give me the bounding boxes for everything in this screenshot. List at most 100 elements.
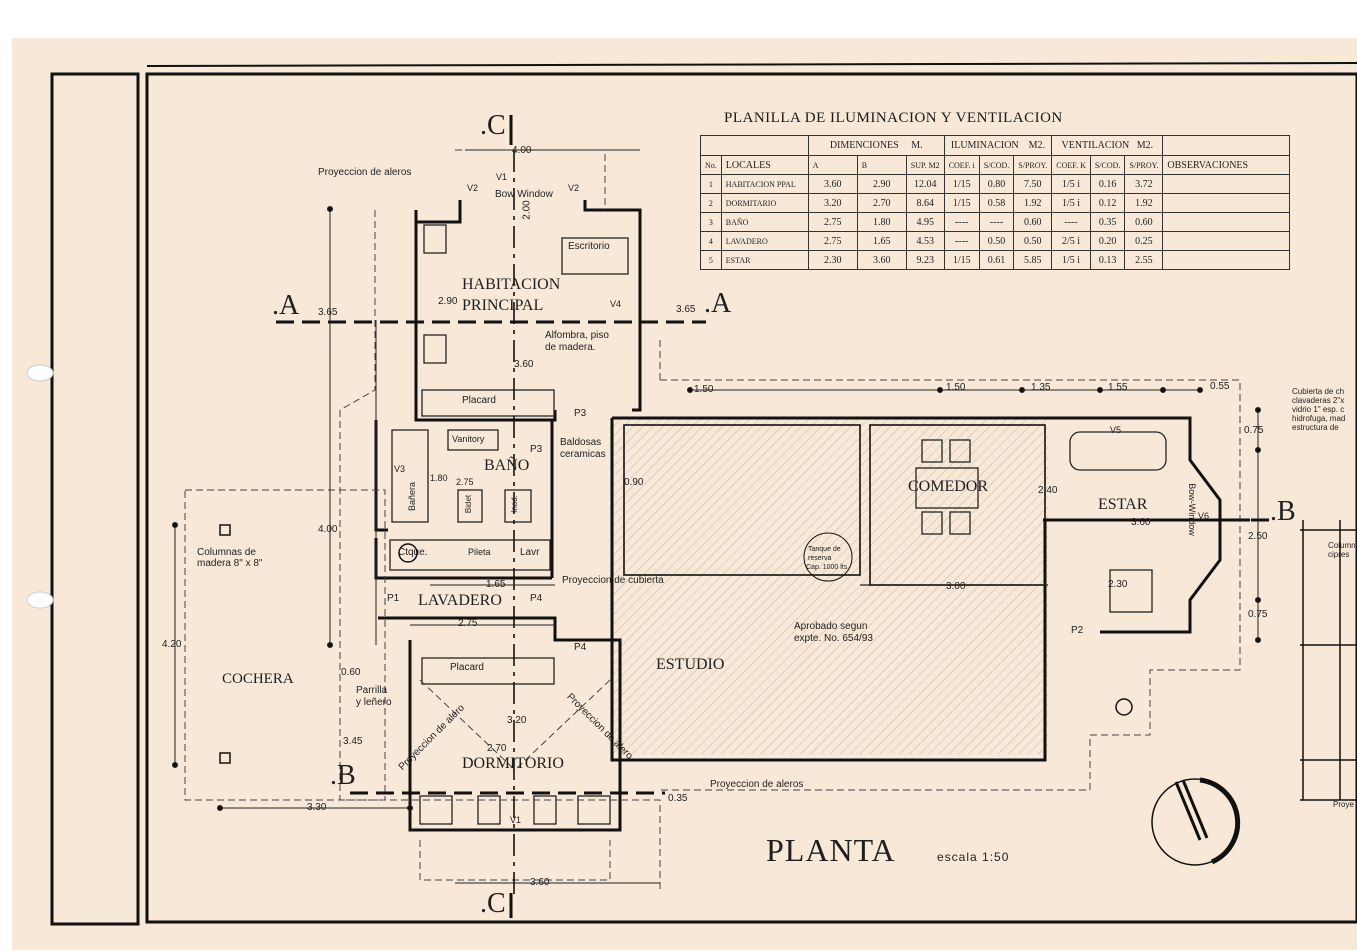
note-proyeccion-aleros-top: Proyeccion de aleros (318, 167, 412, 178)
dim-0-90: 0.90 (624, 477, 644, 488)
north-arrow-icon (1151, 777, 1241, 866)
note-cubierta-5: estructura de (1292, 423, 1339, 432)
dim-1-50-b: 1.50 (946, 382, 966, 393)
table-cell: 2.70 (856, 193, 907, 213)
table-cell: 1/5 i (1051, 174, 1091, 194)
table-cell: 0.35 (1089, 212, 1126, 232)
dim-2-00: 2.00 (521, 200, 533, 220)
table-cell (1162, 231, 1291, 251)
dim-2-40: 2.40 (1038, 485, 1058, 496)
note-cubierta: Cubierta de ch (1292, 387, 1345, 396)
table-cell: 1/5 i (1051, 193, 1091, 213)
table-cell: 2.55 (1124, 250, 1164, 270)
section-b-right-label: .B (1270, 496, 1296, 527)
mark-v1b: V1 (510, 815, 522, 825)
col-header: OBSERVACIONES (1162, 155, 1291, 175)
col-header: S/PROY. (1013, 155, 1053, 175)
table-cell (1162, 193, 1291, 213)
group-iluminacion: ILUMINACION M2. (943, 135, 1053, 156)
room-principal-label: PRINCIPAL (462, 297, 544, 314)
dim-3-65-left: 3.65 (318, 307, 338, 318)
mark-v6: V6 (1198, 511, 1210, 521)
table-cell: 3.60 (807, 174, 858, 194)
dim-3-60-c: 3.60 (530, 877, 550, 888)
section-c-top-label: .C (480, 110, 506, 141)
dim-0-60: 0.60 (341, 667, 361, 678)
table-cell: 2.75 (807, 212, 858, 232)
interior-lines (389, 224, 1167, 825)
table-cell: 1/5 i (1051, 250, 1091, 270)
section-a-right-label: .A (704, 288, 732, 319)
table-cell: 0.13 (1089, 250, 1126, 270)
mark-p1: P1 (387, 593, 400, 604)
table-cell: 2/5 i (1051, 231, 1091, 251)
note-bow-window-right: Bow-Window (1186, 483, 1197, 536)
note-bow-window: Bow Window (495, 189, 553, 200)
table-cell: 2.30 (807, 250, 858, 270)
note-baldosas: Baldosas (560, 437, 602, 448)
dim-4-20: 4.20 (162, 639, 182, 650)
room-comedor-label: COMEDOR (908, 478, 989, 495)
dim-0-75: 0.75 (1244, 425, 1264, 436)
col-header: No. (700, 155, 722, 175)
room-lavadero-label: LAVADERO (418, 592, 502, 609)
note-proyeccion-aleros-bottom: Proyeccion de aleros (710, 779, 804, 790)
note-inodoro: Inod. (509, 495, 519, 513)
dimension-lines (172, 149, 1261, 884)
dim-3-60-b: 3.60 (1131, 517, 1151, 528)
mark-p4a: P4 (530, 593, 543, 604)
note-alfombra: Alfombra, piso (545, 330, 609, 341)
note-placard-top: Placard (462, 395, 496, 406)
drawing-scale: escala 1:50 (937, 850, 1010, 864)
table-cell: 3 (700, 212, 722, 232)
section-a-left-label: .A (272, 290, 300, 321)
group-dimensiones: DIMENCIONES M. (807, 135, 945, 156)
table-cell: 5.85 (1013, 250, 1053, 270)
col-header: S/COD. (1089, 155, 1126, 175)
table-cell: 9.23 (905, 250, 945, 270)
col-header: COEF. i (943, 155, 980, 175)
table-cell: LAVADERO (720, 231, 809, 251)
dim-2-50: 2.50 (1248, 531, 1268, 542)
table-cell: 1.80 (856, 212, 907, 232)
note-columnas-2: madera 8" x 8" (197, 558, 263, 569)
drawing-title-planta: PLANTA (766, 832, 896, 868)
note-banera: Bañera (407, 481, 418, 512)
dim-3-30: 3.30 (307, 802, 327, 813)
dim-2-90: 2.90 (438, 296, 458, 307)
table-cell: ---- (978, 212, 1015, 232)
mark-p2: P2 (1071, 625, 1084, 636)
table-cell: 0.80 (978, 174, 1015, 194)
note-placard-bottom: Placard (450, 662, 484, 673)
dim-0-35: 0.35 (668, 793, 688, 804)
room-bano-label: BAÑO (484, 457, 530, 474)
note-pileta: Pileta (468, 547, 491, 557)
sheet-borders (50, 62, 1357, 926)
table-cell: 0.58 (978, 193, 1015, 213)
dim-3-60: 3.60 (514, 359, 534, 370)
dim-1-50: 1.50 (694, 384, 714, 395)
col-header: S/PROY. (1124, 155, 1164, 175)
table-cell: BAÑO (720, 212, 809, 232)
dim-2-30: 2.30 (1108, 579, 1128, 590)
note-parrilla: Parrilla (356, 685, 388, 696)
table-cell: ---- (943, 231, 980, 251)
dim-4-00-top: 4.00 (512, 145, 532, 156)
section-lines (276, 320, 1270, 795)
table-cell: 5 (700, 250, 722, 270)
table-cell: 0.12 (1089, 193, 1126, 213)
mark-p3a: P3 (574, 408, 587, 419)
mark-v1: V1 (496, 172, 508, 182)
room-estudio-label: ESTUDIO (656, 656, 725, 673)
note-cubierta-4: hidrofuga, mad (1292, 414, 1346, 423)
table-cell: 3.72 (1124, 174, 1164, 194)
table-cell: 4.95 (905, 212, 945, 232)
table-cell: 7.50 (1013, 174, 1053, 194)
mark-p3b: P3 (530, 444, 543, 455)
right-elevation (1300, 520, 1357, 801)
table-cell: ---- (943, 212, 980, 232)
note-tanque: Tanque de (808, 546, 841, 553)
dim-3-00: 3.00 (946, 581, 966, 592)
